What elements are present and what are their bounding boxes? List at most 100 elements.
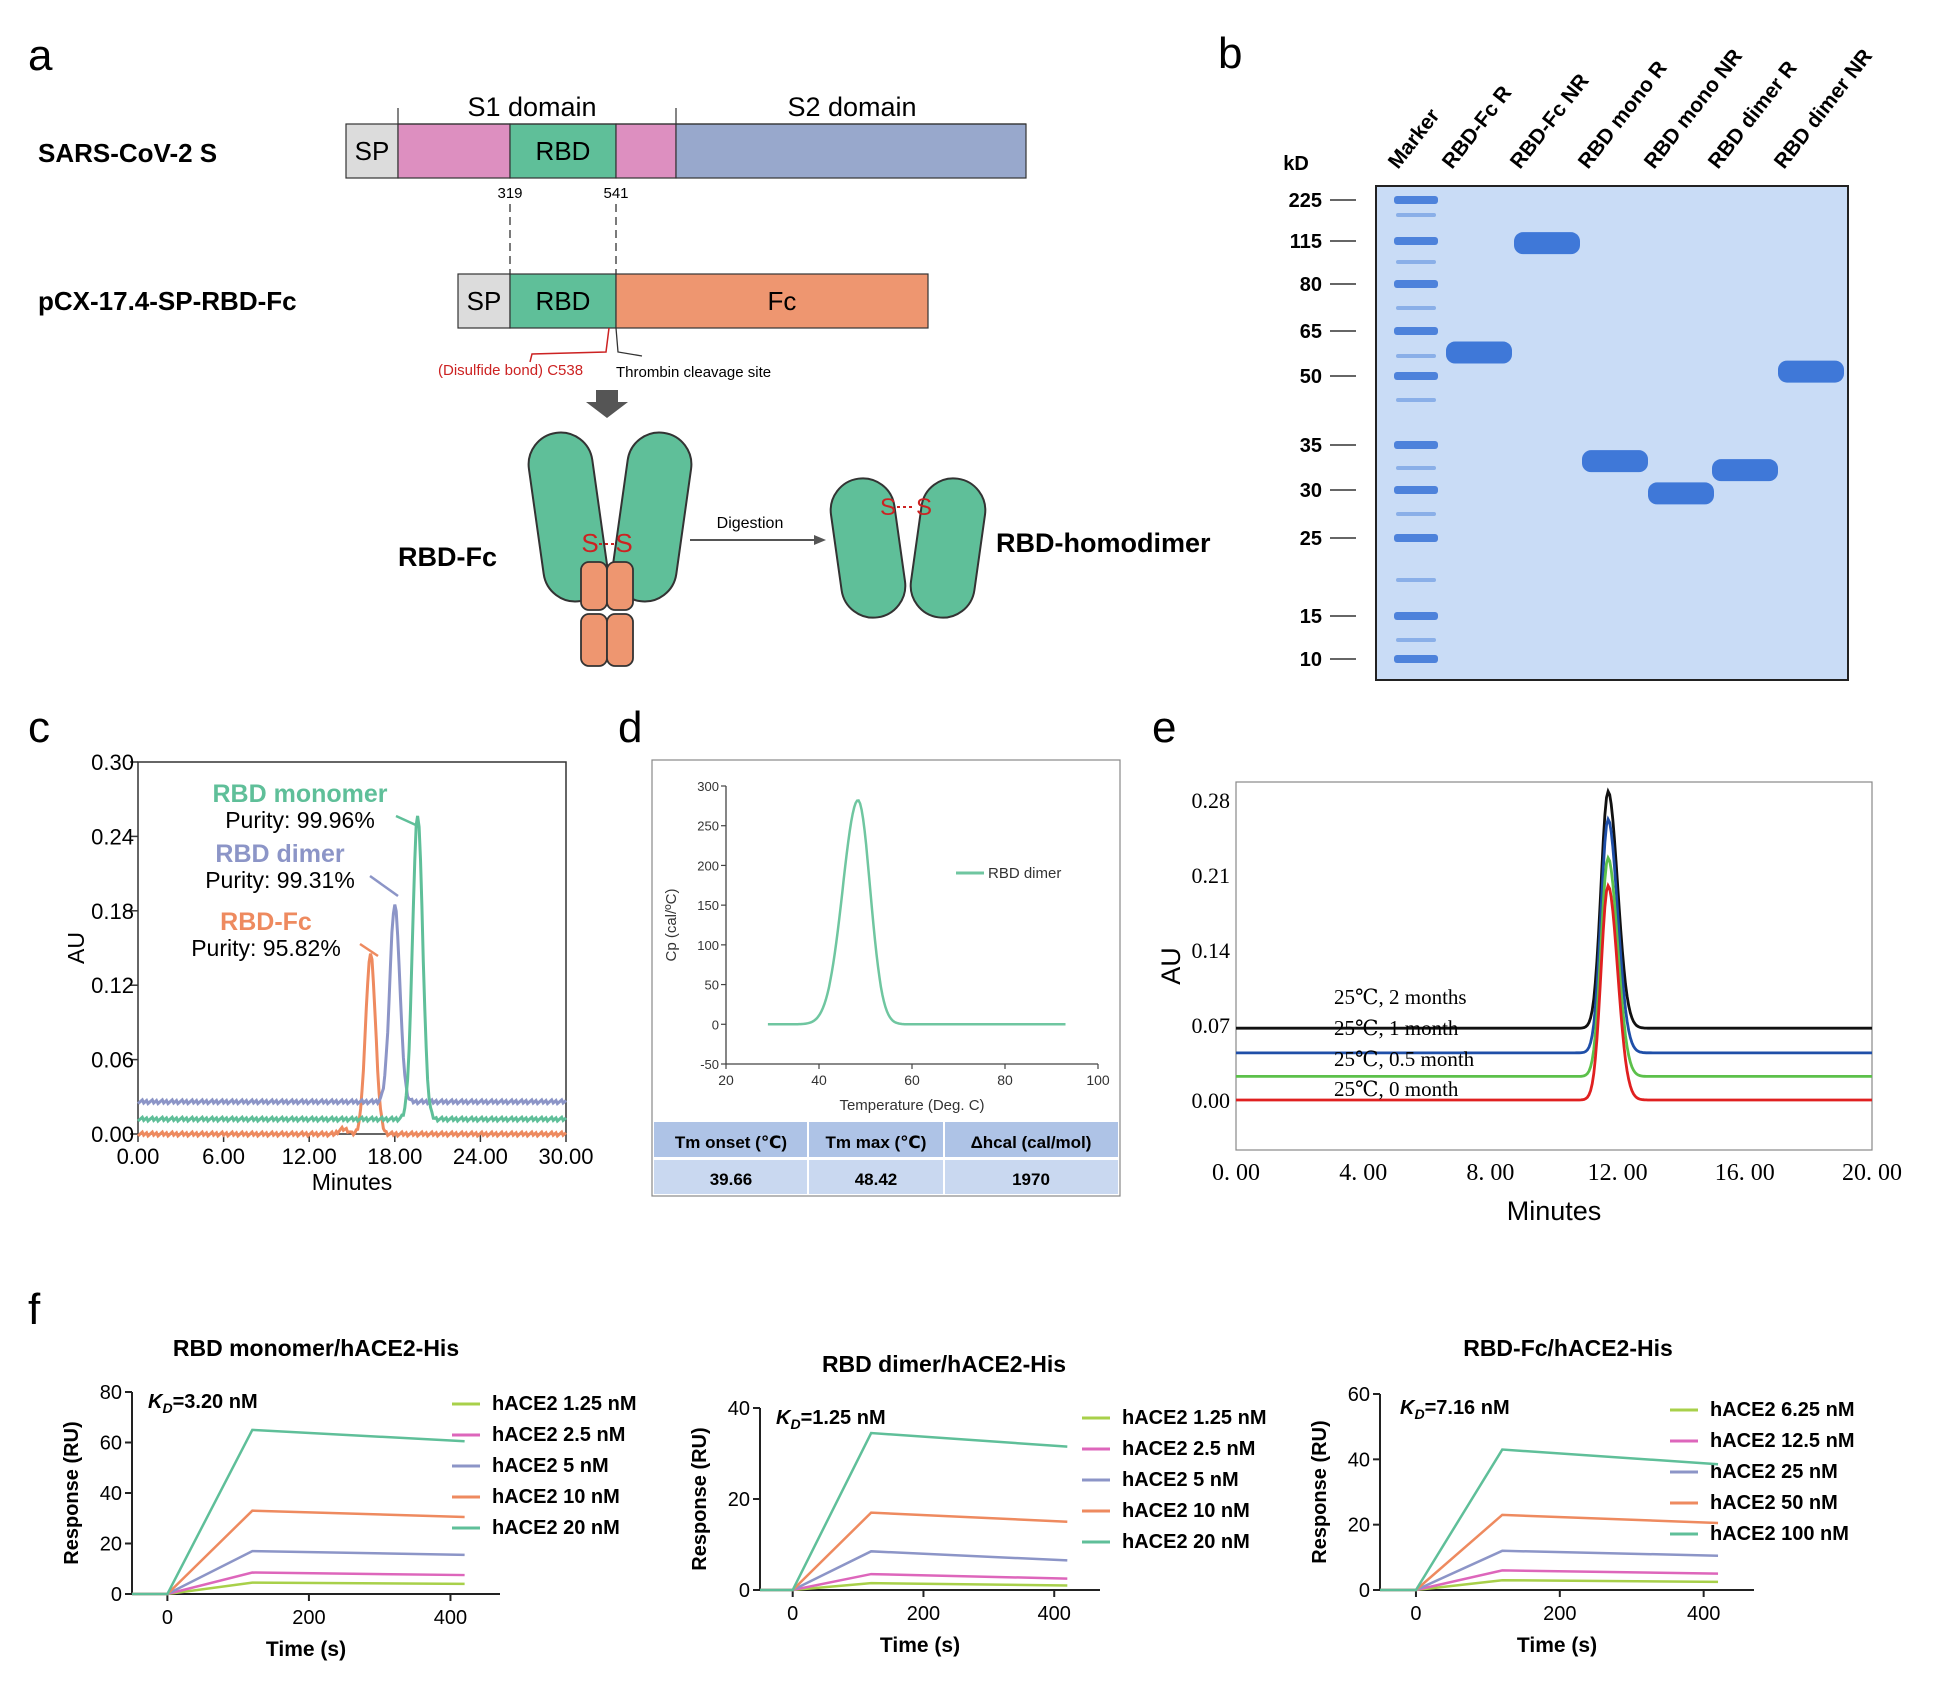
marker-ladder-band	[1396, 578, 1436, 582]
s1-segment-right	[615, 123, 677, 179]
fc-block	[606, 613, 634, 667]
kd-annotation: KD=3.20 nM	[148, 1391, 258, 1416]
thrombin-callout-line	[615, 327, 643, 357]
gel-image	[1375, 185, 1849, 681]
purity-label: Purity: 99.31%	[205, 867, 355, 893]
kd-annotation: KD=1.25 nM	[776, 1407, 886, 1432]
x-tick-label: 24.00	[453, 1144, 508, 1169]
disulfide-callout-line	[529, 327, 610, 363]
legend-label: hACE2 6.25 nM	[1710, 1399, 1854, 1421]
y-tick-label: 200	[697, 858, 719, 873]
x-tick-label: 200	[907, 1603, 940, 1625]
panel-letter-a: a	[28, 31, 53, 80]
x-tick-label: 0.00	[117, 1144, 160, 1169]
table-value-tm-max: 48.42	[855, 1170, 898, 1189]
disulfide-s-right: S	[615, 528, 632, 558]
y-tick-label: 40	[1348, 1449, 1370, 1471]
marker-ladder-band	[1396, 306, 1436, 310]
y-tick-label: 0	[111, 1584, 122, 1606]
table-header-tm-onset: Tm onset (℃)	[675, 1133, 787, 1152]
rbd-homodimer-label: RBD-homodimer	[996, 528, 1211, 558]
x-axis-label: Minutes	[312, 1169, 393, 1195]
y-tick-label: 0.00	[91, 1122, 134, 1147]
y-axis-label: Response (RU)	[1309, 1420, 1331, 1563]
s2-domain-label: S2 domain	[787, 92, 916, 122]
gel-marker-label: 30	[1300, 480, 1322, 502]
legend-label: hACE2 25 nM	[1710, 1461, 1838, 1483]
label-leader-line	[395, 814, 419, 828]
homodimer-s-right: S	[916, 494, 932, 521]
y-tick-label: 0.30	[91, 750, 134, 775]
series-name-label: RBD monomer	[212, 780, 387, 808]
y-tick-label: 0.06	[91, 1048, 134, 1073]
homodimer-s-left: S	[880, 494, 896, 521]
y-tick-label: 300	[697, 779, 719, 794]
table-value-tm-onset: 39.66	[710, 1170, 753, 1189]
y-axis-label: AU	[1156, 947, 1186, 985]
legend-label: hACE2 20 nM	[1122, 1531, 1250, 1553]
y-tick-label: 50	[705, 978, 719, 993]
rbd-segment-2	[509, 273, 617, 329]
x-tick-label: 40	[811, 1072, 827, 1088]
y-axis-label: Response (RU)	[61, 1421, 83, 1564]
legend-label: hACE2 5 nM	[492, 1455, 609, 1477]
x-tick-label: 100	[1086, 1072, 1110, 1088]
sp-segment	[345, 123, 399, 179]
marker-ladder-band	[1394, 441, 1438, 449]
x-tick-label: 8. 00	[1466, 1160, 1514, 1186]
position-541: 541	[603, 185, 628, 202]
table-header-tm-max: Tm max (℃)	[826, 1133, 927, 1152]
marker-ladder-band	[1394, 196, 1438, 204]
y-tick-label: 0.28	[1192, 788, 1231, 813]
rbd-fc-label: RBD-Fc	[398, 542, 497, 572]
y-tick-label: 150	[697, 898, 719, 913]
gel-band	[1582, 450, 1648, 473]
rbd-segment	[509, 123, 617, 179]
legend-label: hACE2 1.25 nM	[1122, 1407, 1266, 1429]
y-tick-label: 0.14	[1192, 938, 1231, 963]
gel-band	[1778, 360, 1844, 383]
thrombin-label: Thrombin cleavage site	[616, 364, 771, 381]
series-label: 25℃, 1 month	[1334, 1016, 1459, 1040]
y-tick-label: 100	[697, 938, 719, 953]
marker-ladder-band	[1394, 327, 1438, 335]
y-tick-label: 80	[100, 1382, 122, 1404]
sp-segment-2	[457, 273, 511, 329]
dsc-table-header-row	[654, 1122, 1118, 1157]
dsc-trace	[767, 799, 1066, 1026]
marker-ladder-band	[1396, 466, 1436, 470]
x-tick-label: 80	[997, 1072, 1013, 1088]
homodimer-arm-right	[909, 477, 987, 619]
y-tick-label: 0.00	[1192, 1088, 1231, 1113]
sp-label: SP	[355, 136, 390, 166]
s1-segment-left	[397, 123, 511, 179]
legend-label: hACE2 50 nM	[1710, 1492, 1838, 1514]
y-tick-label: 0.07	[1192, 1013, 1231, 1038]
fc-block	[606, 561, 634, 611]
series-name-label: RBD-Fc	[220, 908, 312, 936]
x-tick-label: 18.00	[367, 1144, 422, 1169]
x-tick-label: 200	[1543, 1603, 1576, 1625]
x-tick-label: 0	[787, 1603, 798, 1625]
gel-marker-label: 15	[1300, 606, 1322, 628]
gel-band	[1446, 341, 1512, 364]
y-tick-label: 0.21	[1192, 863, 1231, 888]
sensorgram-trace	[132, 1428, 465, 1596]
gel-marker-label: 65	[1300, 321, 1322, 343]
rbd-arm-right	[611, 431, 693, 603]
sensorgram-trace	[760, 1431, 1068, 1592]
marker-ladder-band	[1394, 280, 1438, 288]
sensorgram-trace	[1380, 1448, 1719, 1592]
panel-letter-e: e	[1152, 703, 1176, 752]
rbd-fc-molecule: S S	[527, 431, 693, 667]
x-tick-label: 12.00	[282, 1144, 337, 1169]
gel-marker-label: 115	[1290, 231, 1322, 253]
x-axis-label: Time (s)	[266, 1638, 346, 1661]
purity-label: Purity: 99.96%	[225, 807, 375, 833]
purity-label: Purity: 95.82%	[191, 935, 341, 961]
x-tick-label: 12. 00	[1588, 1160, 1648, 1186]
gel-marker-label: 50	[1300, 366, 1322, 388]
y-tick-label: 0	[1359, 1580, 1370, 1602]
x-tick-label: 200	[292, 1607, 325, 1629]
